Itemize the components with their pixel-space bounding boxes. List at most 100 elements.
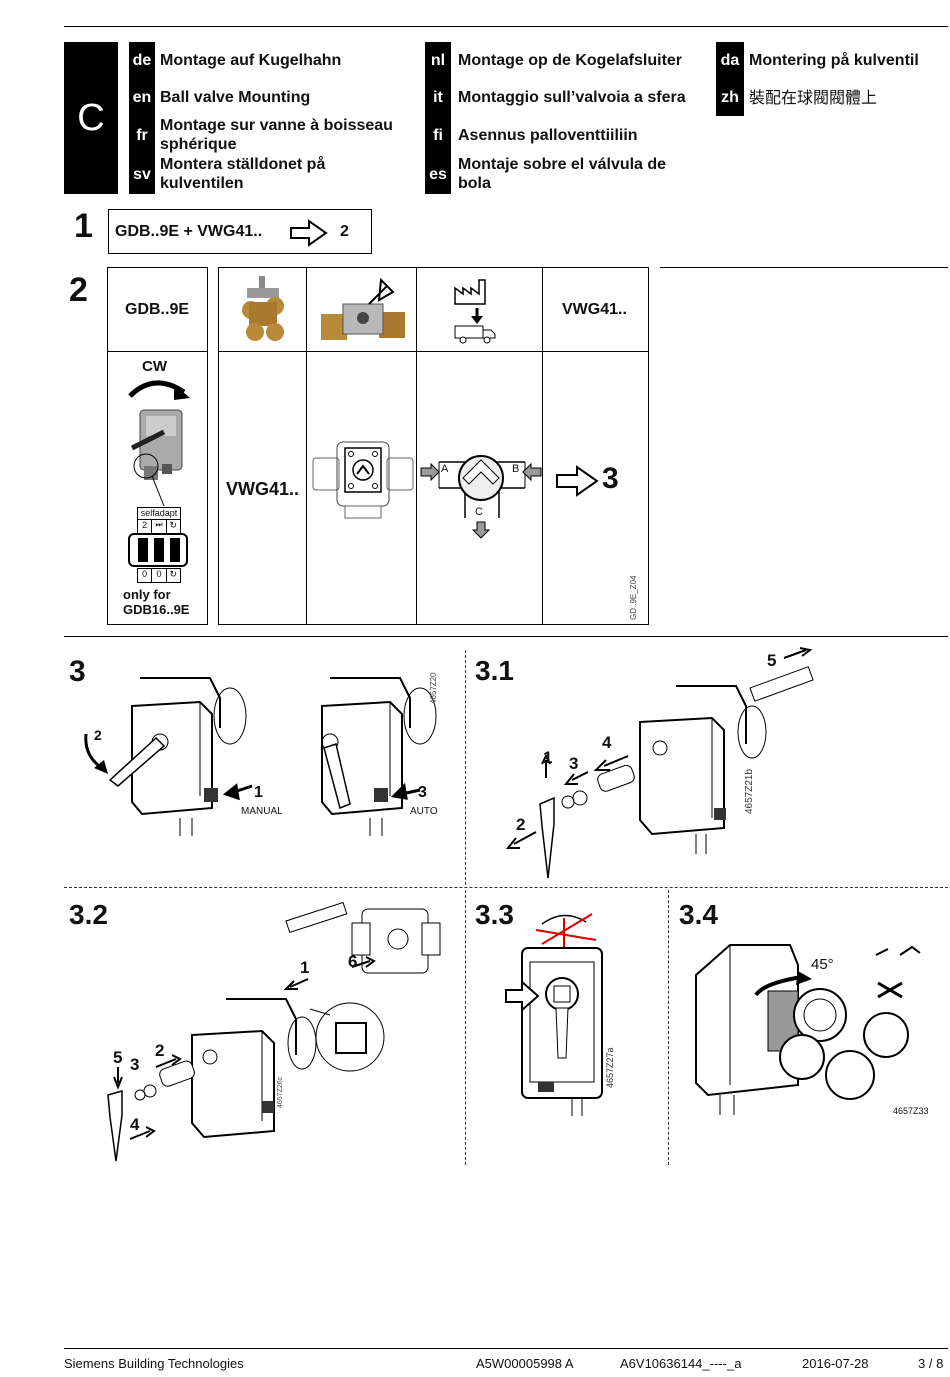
step3-4-number: 3.4 xyxy=(679,899,718,930)
divider-33-34 xyxy=(668,890,669,1165)
step3-1-number: 3.1 xyxy=(475,655,514,686)
port-b-label: B xyxy=(512,463,520,475)
cw-arrow-icon xyxy=(128,380,190,400)
actuator-disassembly-icon xyxy=(505,647,814,879)
actuator-header: GDB..9E xyxy=(125,301,190,318)
valve-label: VWG41.. xyxy=(226,479,300,499)
valve-top-view-cell xyxy=(306,351,417,625)
step3-2-figure-code: 4657Z26c xyxy=(277,1076,284,1108)
goto-arrow-icon xyxy=(290,219,328,247)
lang-code-de: de xyxy=(129,42,155,79)
valve-photo-icon xyxy=(242,276,284,341)
step3-1-callout-1: 1 xyxy=(543,748,553,767)
switch-top-label-2: ⏭ xyxy=(152,520,167,533)
dip-switch: selfadapt 2 ⏭ ↻ 0 0 ↻ xyxy=(124,507,192,583)
step3-2-callout-5: 5 xyxy=(113,1048,123,1067)
auto-label: AUTO xyxy=(410,806,438,817)
footer-page: 3 / 8 xyxy=(918,1356,944,1371)
lang-text-de: Montage auf Kugelhahn xyxy=(160,52,342,69)
auto-push-arrow-icon xyxy=(390,782,421,800)
step3-1-figure-code: 4657Z21b xyxy=(744,768,755,814)
lang-code-da: da xyxy=(716,42,744,79)
manual-push-arrow-icon xyxy=(222,783,253,801)
footer-date: 2016-07-28 xyxy=(802,1356,869,1371)
valve-photo-cell-1 xyxy=(218,267,307,352)
actuator-config-cell: CW selfadapt 2 ⏭ ↻ 0 0 ↻ only for GD xyxy=(107,351,208,625)
actuator-valve-assembly-icon xyxy=(695,944,921,1115)
lang-code-it: it xyxy=(425,79,451,116)
divider-32-33 xyxy=(465,890,466,1165)
lang-code-zh: zh xyxy=(716,79,744,116)
actuator-front-icon xyxy=(505,913,603,1116)
step3-2-callout-6: 6 xyxy=(348,952,358,971)
valve-header-cell: VWG41.. xyxy=(542,267,649,352)
lang-code-nl: nl xyxy=(425,42,451,79)
actuator-manual-icon xyxy=(108,677,247,836)
lang-text-da: Montering på kulventil xyxy=(749,52,919,69)
step3-2-callout-1: 1 xyxy=(300,958,310,977)
lang-text-it: Montaggio sull’valvoia a sfera xyxy=(458,89,686,106)
step2-rule xyxy=(660,267,948,268)
switch-bottom-label-3: ↻ xyxy=(169,569,178,579)
factory-cell xyxy=(416,267,543,352)
lang-code-en: en xyxy=(129,79,155,116)
only-for-line2: GDB16..9E xyxy=(123,602,190,617)
divider-3-31 xyxy=(465,650,466,885)
switch-bottom-label-2: 0 xyxy=(152,569,167,582)
factory-to-truck-icon xyxy=(454,279,496,344)
valve-top-view-icon xyxy=(312,441,414,519)
valve-label-cell: VWG41.. xyxy=(218,351,307,625)
step3-3-number: 3.3 xyxy=(475,899,514,930)
step3-2-callout-4: 4 xyxy=(130,1115,140,1134)
switch-top-label-1: 2 xyxy=(138,520,153,533)
step1-box: GDB..9E + VWG41.. 2 xyxy=(108,209,372,254)
footer-doc-id: A5W00005998 A xyxy=(476,1356,574,1371)
actuator-auto-icon xyxy=(321,677,437,836)
switch-top-label-3: ↻ xyxy=(169,520,178,530)
step3-callout-1: 1 xyxy=(254,784,263,801)
section-letter: C xyxy=(64,42,118,194)
footer-company: Siemens Building Technologies xyxy=(64,1356,244,1371)
step2-goto: 3 xyxy=(602,462,619,495)
valve-header: VWG41.. xyxy=(562,301,627,318)
only-for-line1: only for xyxy=(123,587,171,602)
lang-code-es: es xyxy=(425,155,451,194)
rotate-arrow-icon xyxy=(84,733,108,774)
manual-label: MANUAL xyxy=(241,806,283,817)
lang-text-zh: 裝配在球閥閥體上 xyxy=(749,88,878,107)
zoom-lines-icon xyxy=(133,453,165,507)
lang-text-sv: Montera ställdonet på kulventilen xyxy=(160,156,326,192)
step3-1-callout-2: 2 xyxy=(516,815,526,834)
lang-text-nl: Montage op de Kogelafsluiter xyxy=(458,52,683,69)
port-c-label: C xyxy=(475,506,483,518)
step3-1-callout-5: 5 xyxy=(767,651,777,670)
valve-photo-cell-2 xyxy=(306,267,417,352)
step3-callout-3: 3 xyxy=(418,784,427,801)
valve-section-cell: A B C xyxy=(416,351,543,625)
step3-2-callout-2: 2 xyxy=(155,1041,165,1060)
step3-number: 3 xyxy=(69,655,86,688)
lang-text-en: Ball valve Mounting xyxy=(160,89,311,106)
footer-rule xyxy=(64,1348,948,1349)
step1-goto: 2 xyxy=(340,223,349,240)
step2-number: 2 xyxy=(69,271,88,309)
step3-3-figure-code: 4657Z27a xyxy=(605,1047,615,1088)
step3-4-figure-code: 4657Z33 xyxy=(893,1106,929,1116)
top-rule xyxy=(64,26,948,27)
figure-code: GD..9E_Z04 xyxy=(629,575,638,620)
lang-text-fi: Asennus palloventtiiliin xyxy=(458,127,638,144)
cw-label: CW xyxy=(142,358,167,375)
valve-adapter-photo-icon xyxy=(321,277,405,340)
divider-3-32 xyxy=(64,887,948,888)
step3-2-number: 3.2 xyxy=(69,899,108,930)
lang-text-es: Montaje sobre el válvula de bola xyxy=(458,156,667,192)
switch-bottom-label-1: 0 xyxy=(138,569,153,582)
step3-rule xyxy=(64,636,948,637)
actuator-assembly-icon xyxy=(107,901,441,1162)
step3-figure-code: 4657Z20 xyxy=(429,672,438,704)
lang-text-fr: Montage sur vanne à boisseau sphérique xyxy=(160,117,393,153)
footer-doc-number: A6V10636144_----_a xyxy=(620,1356,742,1371)
step3-1-callout-4: 4 xyxy=(602,733,612,752)
step1-text: GDB..9E + VWG41.. xyxy=(115,223,263,240)
goto-cell: 3 GD..9E_Z04 xyxy=(542,351,649,625)
